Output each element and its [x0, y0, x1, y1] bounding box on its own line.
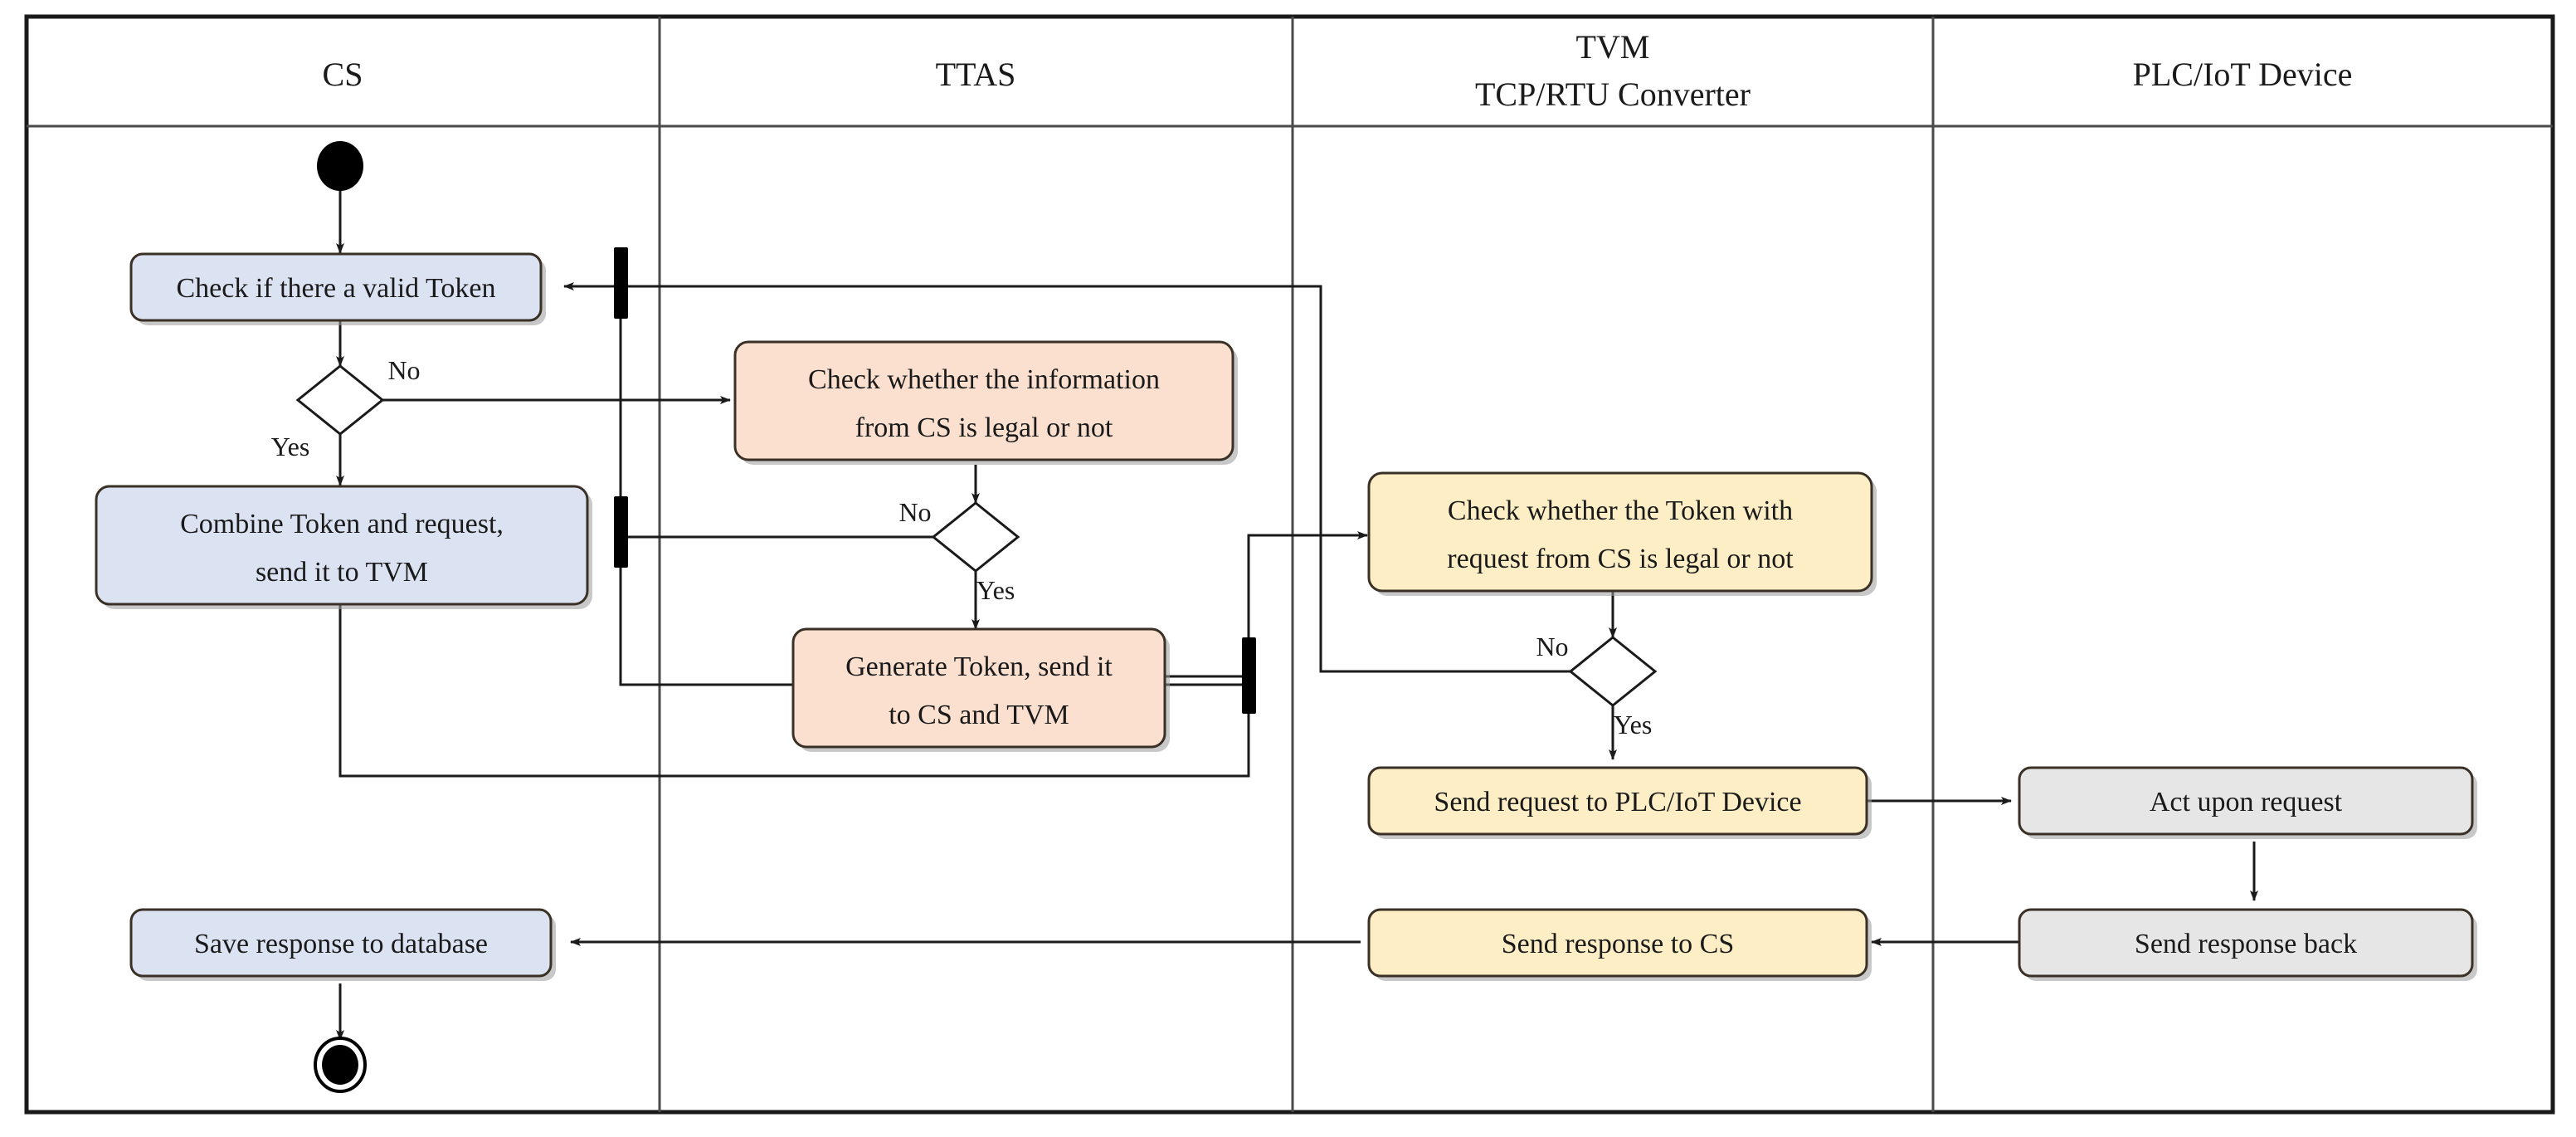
activity-generate-token[interactable]: Generate Token, send it to CS and TVM [791, 627, 1170, 752]
check-token-box[interactable] [129, 252, 543, 322]
edge-combine-token-to-join [338, 603, 1250, 778]
ttas-decision-no-label: No [898, 497, 931, 527]
ttas-decision-yes-label: Yes [976, 575, 1015, 605]
final-node [314, 1037, 367, 1093]
check-info-label-line2: from CS is legal or not [855, 412, 1113, 443]
send-response-cs-box[interactable] [1367, 908, 1868, 978]
decision-ttas-info-legal[interactable]: No Yes [898, 497, 1020, 605]
start-node-circle [317, 141, 363, 191]
send-response-back-label: Send response back [2135, 929, 2357, 959]
act-upon-request-box[interactable] [2018, 766, 2474, 836]
edge-tvm-no-to-check-token [563, 282, 1570, 673]
send-response-cs-label: Send response to CS [1502, 929, 1735, 959]
activity-send-response-back[interactable]: Send response back [2018, 908, 2477, 981]
combine-token-label-line1: Combine Token and request, [180, 509, 504, 539]
decision-tvm-token-legal[interactable]: No Yes [1536, 632, 1658, 739]
flow-connectors [336, 186, 2258, 1041]
cs-decision-diamond[interactable] [295, 364, 385, 436]
send-request-box[interactable] [1367, 766, 1868, 836]
swimlane-frame [24, 14, 2555, 1115]
end-node-inner-disc [322, 1045, 358, 1085]
check-info-box[interactable] [733, 340, 1234, 461]
activity-check-token-request[interactable]: Check whether the Token with request fro… [1367, 471, 1877, 596]
generate-token-box[interactable] [791, 627, 1166, 749]
lane-header-plc: PLC/IoT Device [2133, 56, 2353, 93]
sync-bar-cs-upper [614, 247, 628, 319]
activity-send-request[interactable]: Send request to PLC/IoT Device [1367, 766, 1872, 839]
sync-bars [614, 247, 1256, 714]
cs-decision-no-label: No [387, 355, 420, 385]
save-response-box[interactable] [129, 908, 553, 978]
send-request-label: Send request to PLC/IoT Device [1434, 787, 1801, 817]
diagram-outer-border [24, 14, 2555, 1115]
combine-token-label-line2: send it to TVM [256, 557, 428, 588]
check-token-request-label-line1: Check whether the Token with [1448, 495, 1793, 526]
cs-decision-yes-label: Yes [271, 432, 310, 461]
combine-token-box[interactable] [95, 485, 589, 606]
decision-cs-token-valid[interactable]: No Yes [271, 355, 421, 461]
lane-title-plc: PLC/IoT Device [2133, 56, 2353, 93]
lane-title-ttas: TTAS [936, 56, 1016, 93]
generate-token-label-line2: to CS and TVM [889, 700, 1069, 730]
act-upon-request-label: Act upon request [2150, 787, 2343, 817]
activity-check-info[interactable]: Check whether the information from CS is… [733, 340, 1238, 465]
lane-header-tvm: TVM TCP/RTU Converter [1475, 28, 1751, 113]
initial-node [317, 141, 363, 191]
edge-syncbar-to-tvm-check [1247, 531, 1368, 639]
save-response-label: Save response to database [194, 929, 488, 959]
lane-title-tvm-line1: TVM [1576, 28, 1650, 66]
activity-save-response[interactable]: Save response to database [129, 908, 556, 981]
check-token-label: Check if there a valid Token [176, 273, 495, 304]
lane-title-cs: CS [323, 56, 363, 93]
check-token-request-label-line2: request from CS is legal or not [1447, 544, 1794, 574]
lane-title-tvm-line2: TCP/RTU Converter [1475, 76, 1751, 113]
check-token-request-box[interactable] [1367, 471, 1873, 593]
activity-send-response-cs[interactable]: Send response to CS [1367, 908, 1872, 981]
activity-check-token[interactable]: Check if there a valid Token [129, 252, 546, 325]
tvm-decision-diamond[interactable] [1568, 636, 1658, 707]
send-response-back-box[interactable] [2018, 908, 2474, 978]
tvm-decision-no-label: No [1536, 632, 1568, 661]
lane-header-ttas: TTAS [936, 56, 1016, 93]
sync-bar-cs-lower [614, 496, 628, 568]
lane-header-cs: CS [323, 56, 363, 93]
ttas-decision-diamond[interactable] [931, 501, 1020, 573]
check-info-label-line1: Check whether the information [808, 364, 1160, 395]
sync-bar-ttas [1242, 637, 1256, 714]
tvm-decision-yes-label: Yes [1614, 710, 1653, 739]
activity-combine-token[interactable]: Combine Token and request, send it to TV… [95, 485, 592, 609]
activity-act-upon-request[interactable]: Act upon request [2018, 766, 2477, 839]
generate-token-label-line1: Generate Token, send it [845, 651, 1113, 682]
